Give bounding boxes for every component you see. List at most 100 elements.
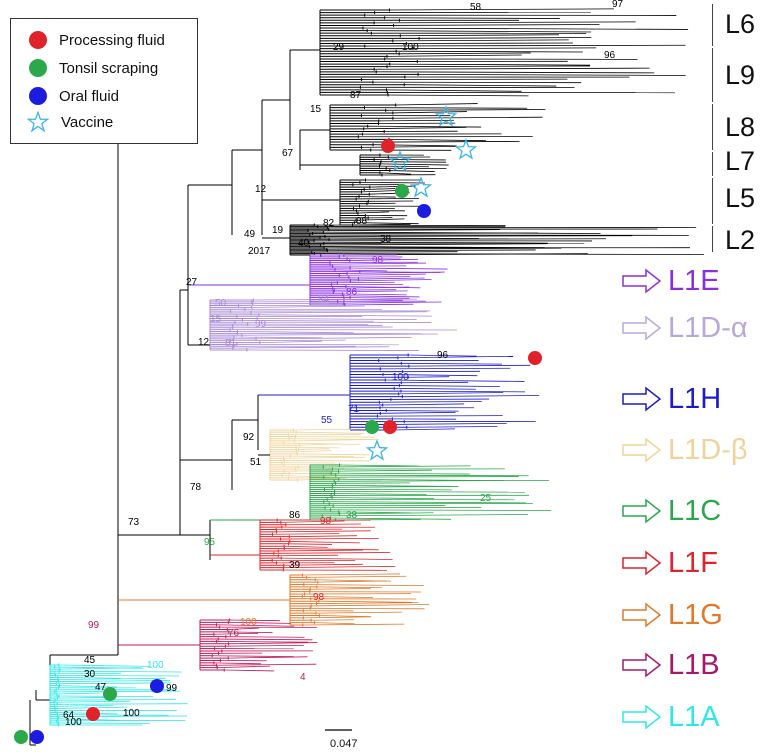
support-value: 76 — [228, 628, 240, 639]
support-value: 40 — [298, 238, 310, 249]
support-value: 78 — [190, 482, 202, 493]
sample-marker-icon — [381, 139, 395, 153]
tree-branch — [54, 704, 114, 707]
tree-branch — [350, 279, 432, 282]
lineage-label-l8: L8 — [725, 112, 756, 142]
tree-branch — [334, 491, 525, 493]
lineage-label-l5: L5 — [725, 183, 756, 213]
tree-branch — [401, 390, 526, 393]
tree-branch — [391, 428, 456, 431]
tree-branch — [413, 47, 597, 50]
tree-branch — [257, 318, 417, 321]
tree-branch — [401, 362, 503, 365]
support-value: 12 — [255, 184, 267, 195]
vaccine-star-icon — [409, 176, 433, 198]
blue-circle-icon — [29, 87, 47, 105]
tree-branch — [212, 655, 294, 658]
tree-branch — [394, 387, 476, 390]
tree-branch — [57, 677, 166, 680]
tree-branch — [338, 511, 412, 514]
lineage-bracket — [712, 152, 713, 176]
tree-branch — [225, 644, 304, 647]
support-value: 99 — [255, 319, 267, 330]
tree-branch — [312, 232, 538, 234]
support-value: 92 — [243, 432, 255, 443]
scale-bar-label: 0.047 — [330, 738, 358, 750]
tree-branch — [367, 30, 592, 33]
support-value: 50 — [215, 298, 227, 309]
sample-marker-icon — [528, 351, 542, 365]
tree-branch — [57, 677, 121, 679]
tree-branch — [335, 269, 388, 272]
support-value: 58 — [470, 2, 482, 13]
tree-branch — [378, 119, 454, 122]
arrow-right-icon — [622, 437, 662, 463]
tree-branch — [359, 181, 426, 184]
support-value: 12 — [198, 337, 210, 348]
tree-branch — [237, 331, 354, 334]
lineage-label: L1B — [668, 648, 720, 681]
support-value: 87 — [350, 90, 362, 101]
vaccine-star-icon — [454, 138, 478, 160]
lineage-bracket — [712, 178, 713, 224]
tree-branch — [339, 273, 426, 276]
tree-branch — [218, 638, 313, 641]
lineage-row-l1f: L1F — [622, 546, 718, 580]
tree-branch — [334, 493, 427, 495]
tree-branch — [323, 476, 519, 478]
sample-marker-icon — [86, 707, 100, 721]
support-value: 95 — [204, 537, 216, 548]
tree-branch — [251, 311, 428, 314]
tree-branch — [296, 431, 364, 434]
tree-branch — [284, 469, 331, 472]
tree-branch — [379, 401, 482, 403]
tree-branch — [397, 355, 514, 359]
tree-branch — [55, 699, 176, 701]
lineage-label: L1C — [668, 494, 722, 527]
tree-branch — [418, 73, 686, 76]
tree-branch — [396, 50, 583, 53]
tree-branch — [289, 535, 358, 538]
tree-branch — [283, 442, 360, 445]
support-value: 29 — [333, 42, 345, 53]
tree-branch — [339, 512, 434, 515]
tree-branch — [58, 664, 151, 667]
tree-branch — [216, 641, 308, 643]
tree-branch — [308, 229, 500, 232]
tree-branch — [296, 450, 332, 453]
tree-branch — [227, 627, 259, 630]
tree-branch — [306, 575, 407, 578]
sample-marker-icon — [395, 184, 409, 198]
lineage-row-l1e: L1E — [622, 264, 720, 298]
tree-branch — [380, 163, 449, 166]
tree-branch — [303, 584, 424, 587]
support-value: 88 — [356, 216, 368, 227]
lineage-row-l1d-: L1D-α — [622, 311, 748, 345]
legend-item-oral-fluid: Oral fluid — [11, 85, 119, 107]
tree-branch — [284, 545, 328, 548]
legend-label: Vaccine — [61, 113, 114, 131]
tree-branch — [377, 415, 503, 417]
support-value: 38 — [346, 510, 358, 521]
support-value: 98 — [313, 592, 325, 603]
lineage-label: L1E — [668, 264, 720, 297]
tree-branch — [404, 84, 557, 87]
tree-branch — [316, 586, 383, 589]
legend-item-vaccine: Vaccine — [11, 111, 113, 133]
tree-branch — [387, 54, 522, 57]
tree-branch — [387, 65, 591, 68]
arrow-right-icon — [622, 268, 662, 294]
tree-branch — [332, 286, 410, 289]
support-value: 100 — [65, 717, 82, 728]
support-value: 45 — [84, 655, 96, 666]
tree-branch — [319, 615, 372, 618]
tree-branch — [284, 548, 379, 551]
sample-marker-icon — [365, 420, 379, 434]
tree-branch — [54, 700, 130, 703]
tree-branch — [354, 222, 419, 225]
tree-branch — [288, 543, 333, 545]
support-value: 100 — [240, 617, 257, 628]
vaccine-star-icon — [388, 150, 412, 172]
sample-marker-icon — [30, 730, 44, 744]
tree-branch — [289, 438, 373, 440]
